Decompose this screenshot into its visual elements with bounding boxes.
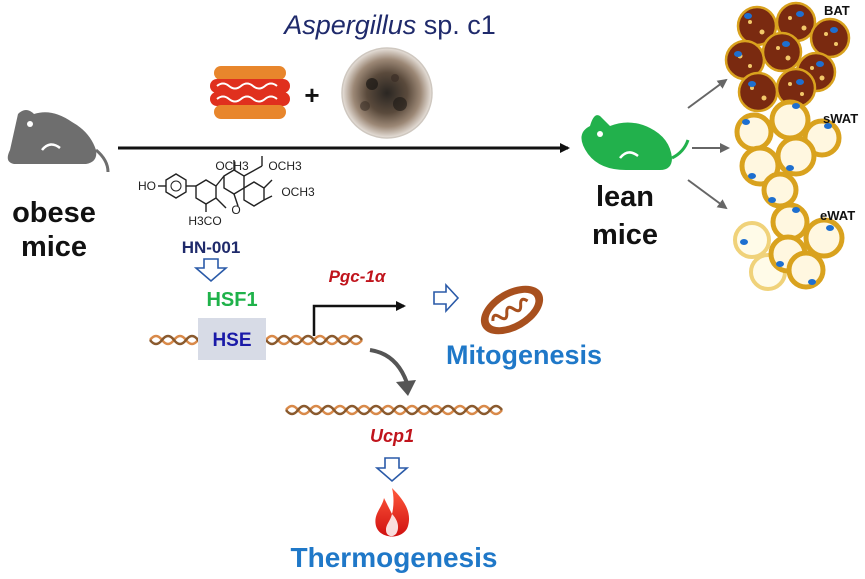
ewat-label: eWAT: [820, 208, 855, 223]
swat-tissue-icon: [734, 99, 842, 209]
sandwich-icon: [210, 66, 290, 119]
swat-label: sWAT: [823, 111, 858, 126]
compound-name: HN-001: [182, 238, 241, 257]
outcome-mitogenesis: Mitogenesis: [446, 340, 602, 370]
curved-arrow: [369, 348, 410, 387]
hsf1-label: HSF1: [206, 289, 257, 311]
obese-label-line2: mice: [21, 231, 87, 263]
substituent-ho: HO: [138, 179, 156, 193]
ewat-tissue-icon: [733, 202, 845, 291]
gene-pgc1a: Pgc-1α: [329, 267, 387, 286]
right-arrow: [433, 282, 460, 314]
lean-label-line2: mice: [592, 219, 658, 251]
flame-icon: [375, 488, 410, 537]
title: Aspergillus sp. c1: [282, 10, 496, 40]
down-arrow-2: [374, 457, 410, 483]
hn001-structure: [158, 156, 273, 212]
lean-label-line1: lean: [596, 181, 654, 213]
arrow-to-bat: [687, 78, 728, 109]
hse-label: HSE: [212, 330, 251, 351]
dna-strand-lower: [285, 404, 503, 416]
outcome-thermogenesis: Thermogenesis: [291, 542, 498, 573]
fungus-plate-icon: [341, 47, 433, 139]
down-arrow-1: [193, 258, 229, 283]
hse-box: [198, 318, 266, 360]
substituent-ome-1: OCH3: [215, 159, 249, 173]
transcription-arrow: [312, 301, 406, 336]
title-genus: Aspergillus: [282, 10, 416, 40]
substituent-ome-3: OCH3: [281, 185, 315, 199]
curved-arrow-head: [396, 380, 416, 396]
furan-oxygen: O: [231, 203, 240, 217]
title-species: sp. c1: [416, 10, 496, 40]
gene-ucp1: Ucp1: [370, 426, 414, 446]
substituent-h3co: H3CO: [188, 214, 221, 228]
hn001-substituents: OCH3 OCH3 OCH3 O HO H3CO: [138, 159, 315, 228]
plus-sign: +: [304, 80, 319, 110]
bat-label: BAT: [824, 3, 850, 18]
lean-mouse-icon: [581, 115, 690, 170]
substituent-ome-2: OCH3: [268, 159, 302, 173]
obese-label-line1: obese: [12, 197, 96, 229]
obese-mouse-icon: [7, 110, 110, 173]
mitochondrion-icon: [480, 285, 544, 335]
arrow-to-ewat: [687, 179, 728, 210]
bat-tissue-icon: [724, 1, 851, 113]
